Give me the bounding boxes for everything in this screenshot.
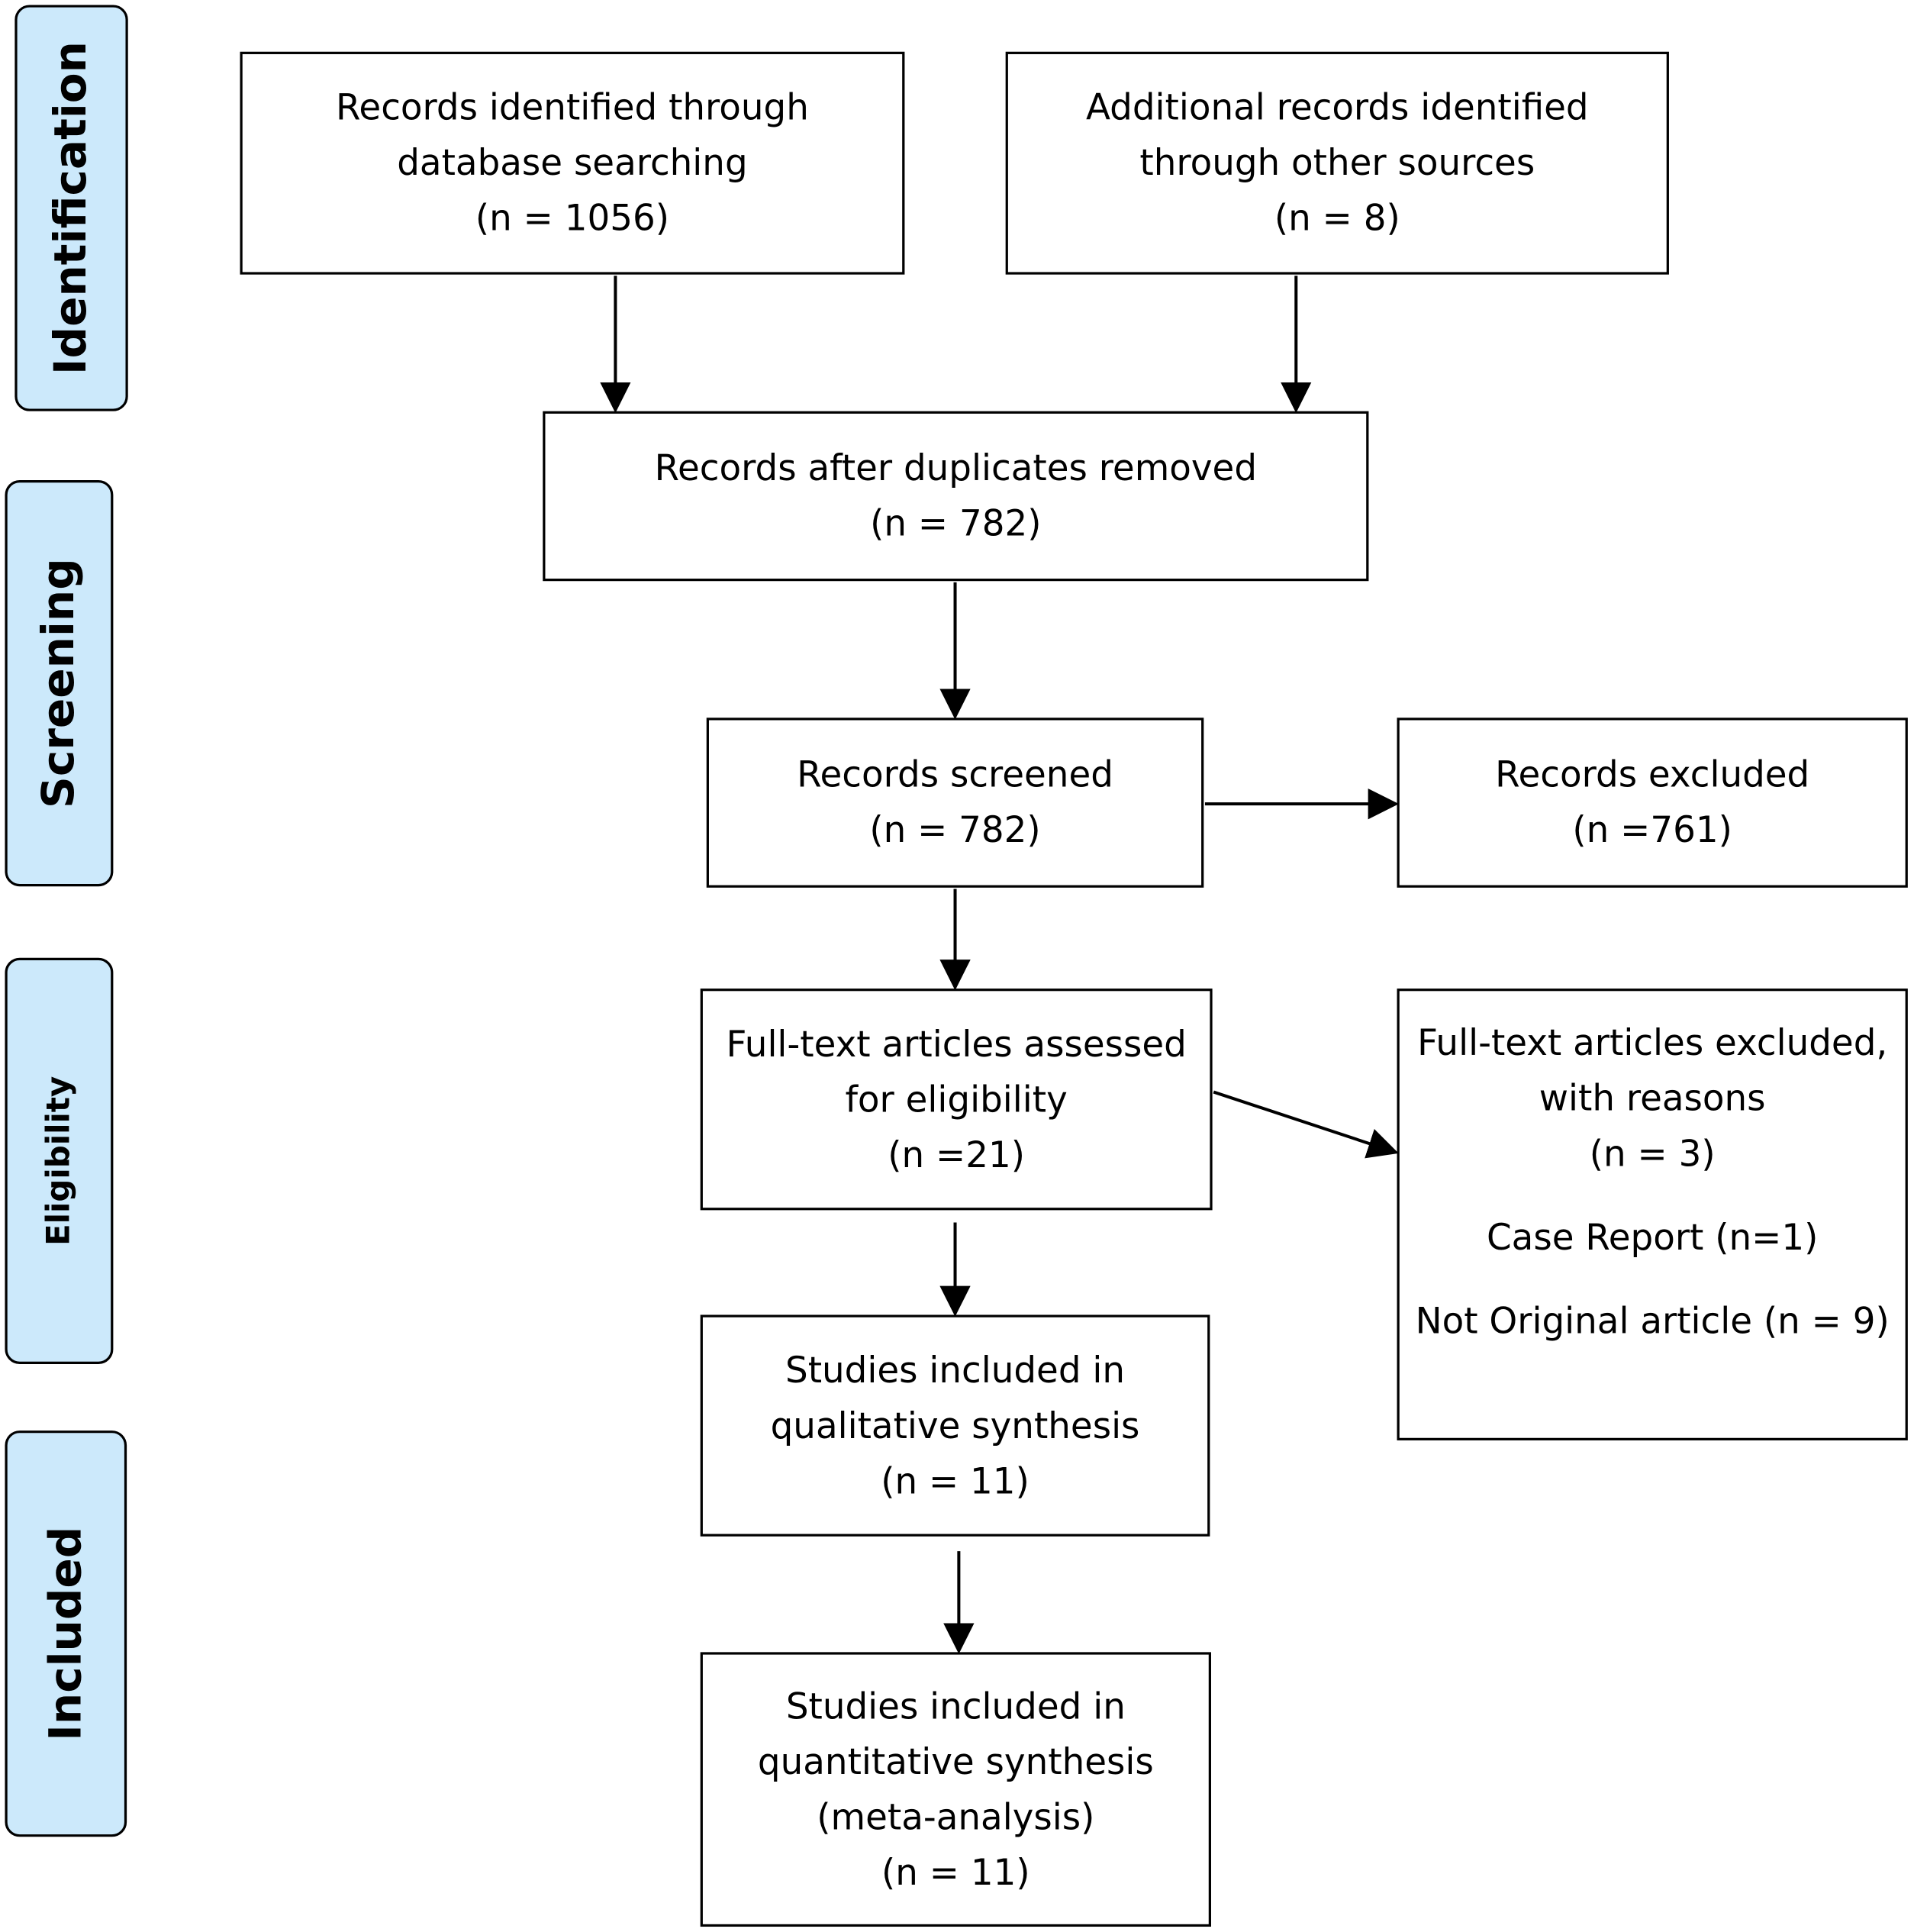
box-records-screened: Records screened (n = 782) — [706, 718, 1204, 888]
box-line: Records after duplicates removed — [654, 447, 1258, 489]
box-line: quantitative synthesis — [757, 1740, 1154, 1782]
box-line: database searching — [397, 141, 748, 184]
exclusion-reason: Case Report (n=1) — [1487, 1216, 1819, 1259]
box-line: Full-text articles assessed — [726, 1022, 1187, 1065]
box-after-duplicates: Records after duplicates removed (n = 78… — [543, 411, 1369, 582]
box-line: with reasons — [1539, 1077, 1766, 1120]
arrow-fulltext-to-excluded — [1213, 1090, 1399, 1159]
box-count: (n =21) — [888, 1133, 1026, 1176]
box-full-text-excluded: Full-text articles excluded, with reason… — [1397, 989, 1908, 1440]
box-count: (n = 3) — [1589, 1132, 1716, 1175]
box-count: (n =761) — [1572, 808, 1732, 851]
box-other-sources: Additional records identified through ot… — [1005, 51, 1669, 275]
box-qualitative-synthesis: Studies included in qualitative synthesi… — [700, 1314, 1210, 1537]
box-count: (n = 11) — [881, 1850, 1030, 1893]
box-line: (meta-analysis) — [817, 1795, 1095, 1838]
box-count: (n = 1056) — [475, 197, 669, 239]
box-line: Full-text articles excluded, — [1417, 1021, 1888, 1064]
box-count: (n = 8) — [1274, 197, 1400, 239]
box-records-excluded: Records excluded (n =761) — [1397, 718, 1908, 888]
phase-identification: Identification — [14, 5, 128, 411]
box-quantitative-synthesis: Studies included in quantitative synthes… — [700, 1652, 1211, 1927]
box-line: Records excluded — [1495, 753, 1810, 795]
phase-screening: Screening — [5, 479, 114, 887]
box-line: Studies included in — [785, 1348, 1126, 1391]
box-line: qualitative synthesis — [770, 1404, 1140, 1447]
box-line: Studies included in — [785, 1685, 1126, 1727]
box-count: (n = 11) — [881, 1459, 1030, 1501]
phase-eligibility: Eligibility — [5, 957, 114, 1364]
box-line: through other sources — [1139, 141, 1535, 184]
exclusion-reason: Not Original article (n = 9) — [1415, 1300, 1890, 1342]
box-count: (n = 782) — [870, 502, 1042, 544]
box-database-searching: Records identified through database sear… — [240, 51, 905, 275]
box-line: Records identified through — [336, 85, 809, 128]
box-line: for eligibility — [845, 1078, 1068, 1120]
box-full-text-assessed: Full-text articles assessed for eligibil… — [700, 989, 1213, 1211]
box-line: Records screened — [797, 753, 1113, 795]
box-line: Additional records identified — [1085, 85, 1589, 128]
box-count: (n = 782) — [869, 808, 1041, 851]
phase-included: Included — [5, 1430, 127, 1837]
